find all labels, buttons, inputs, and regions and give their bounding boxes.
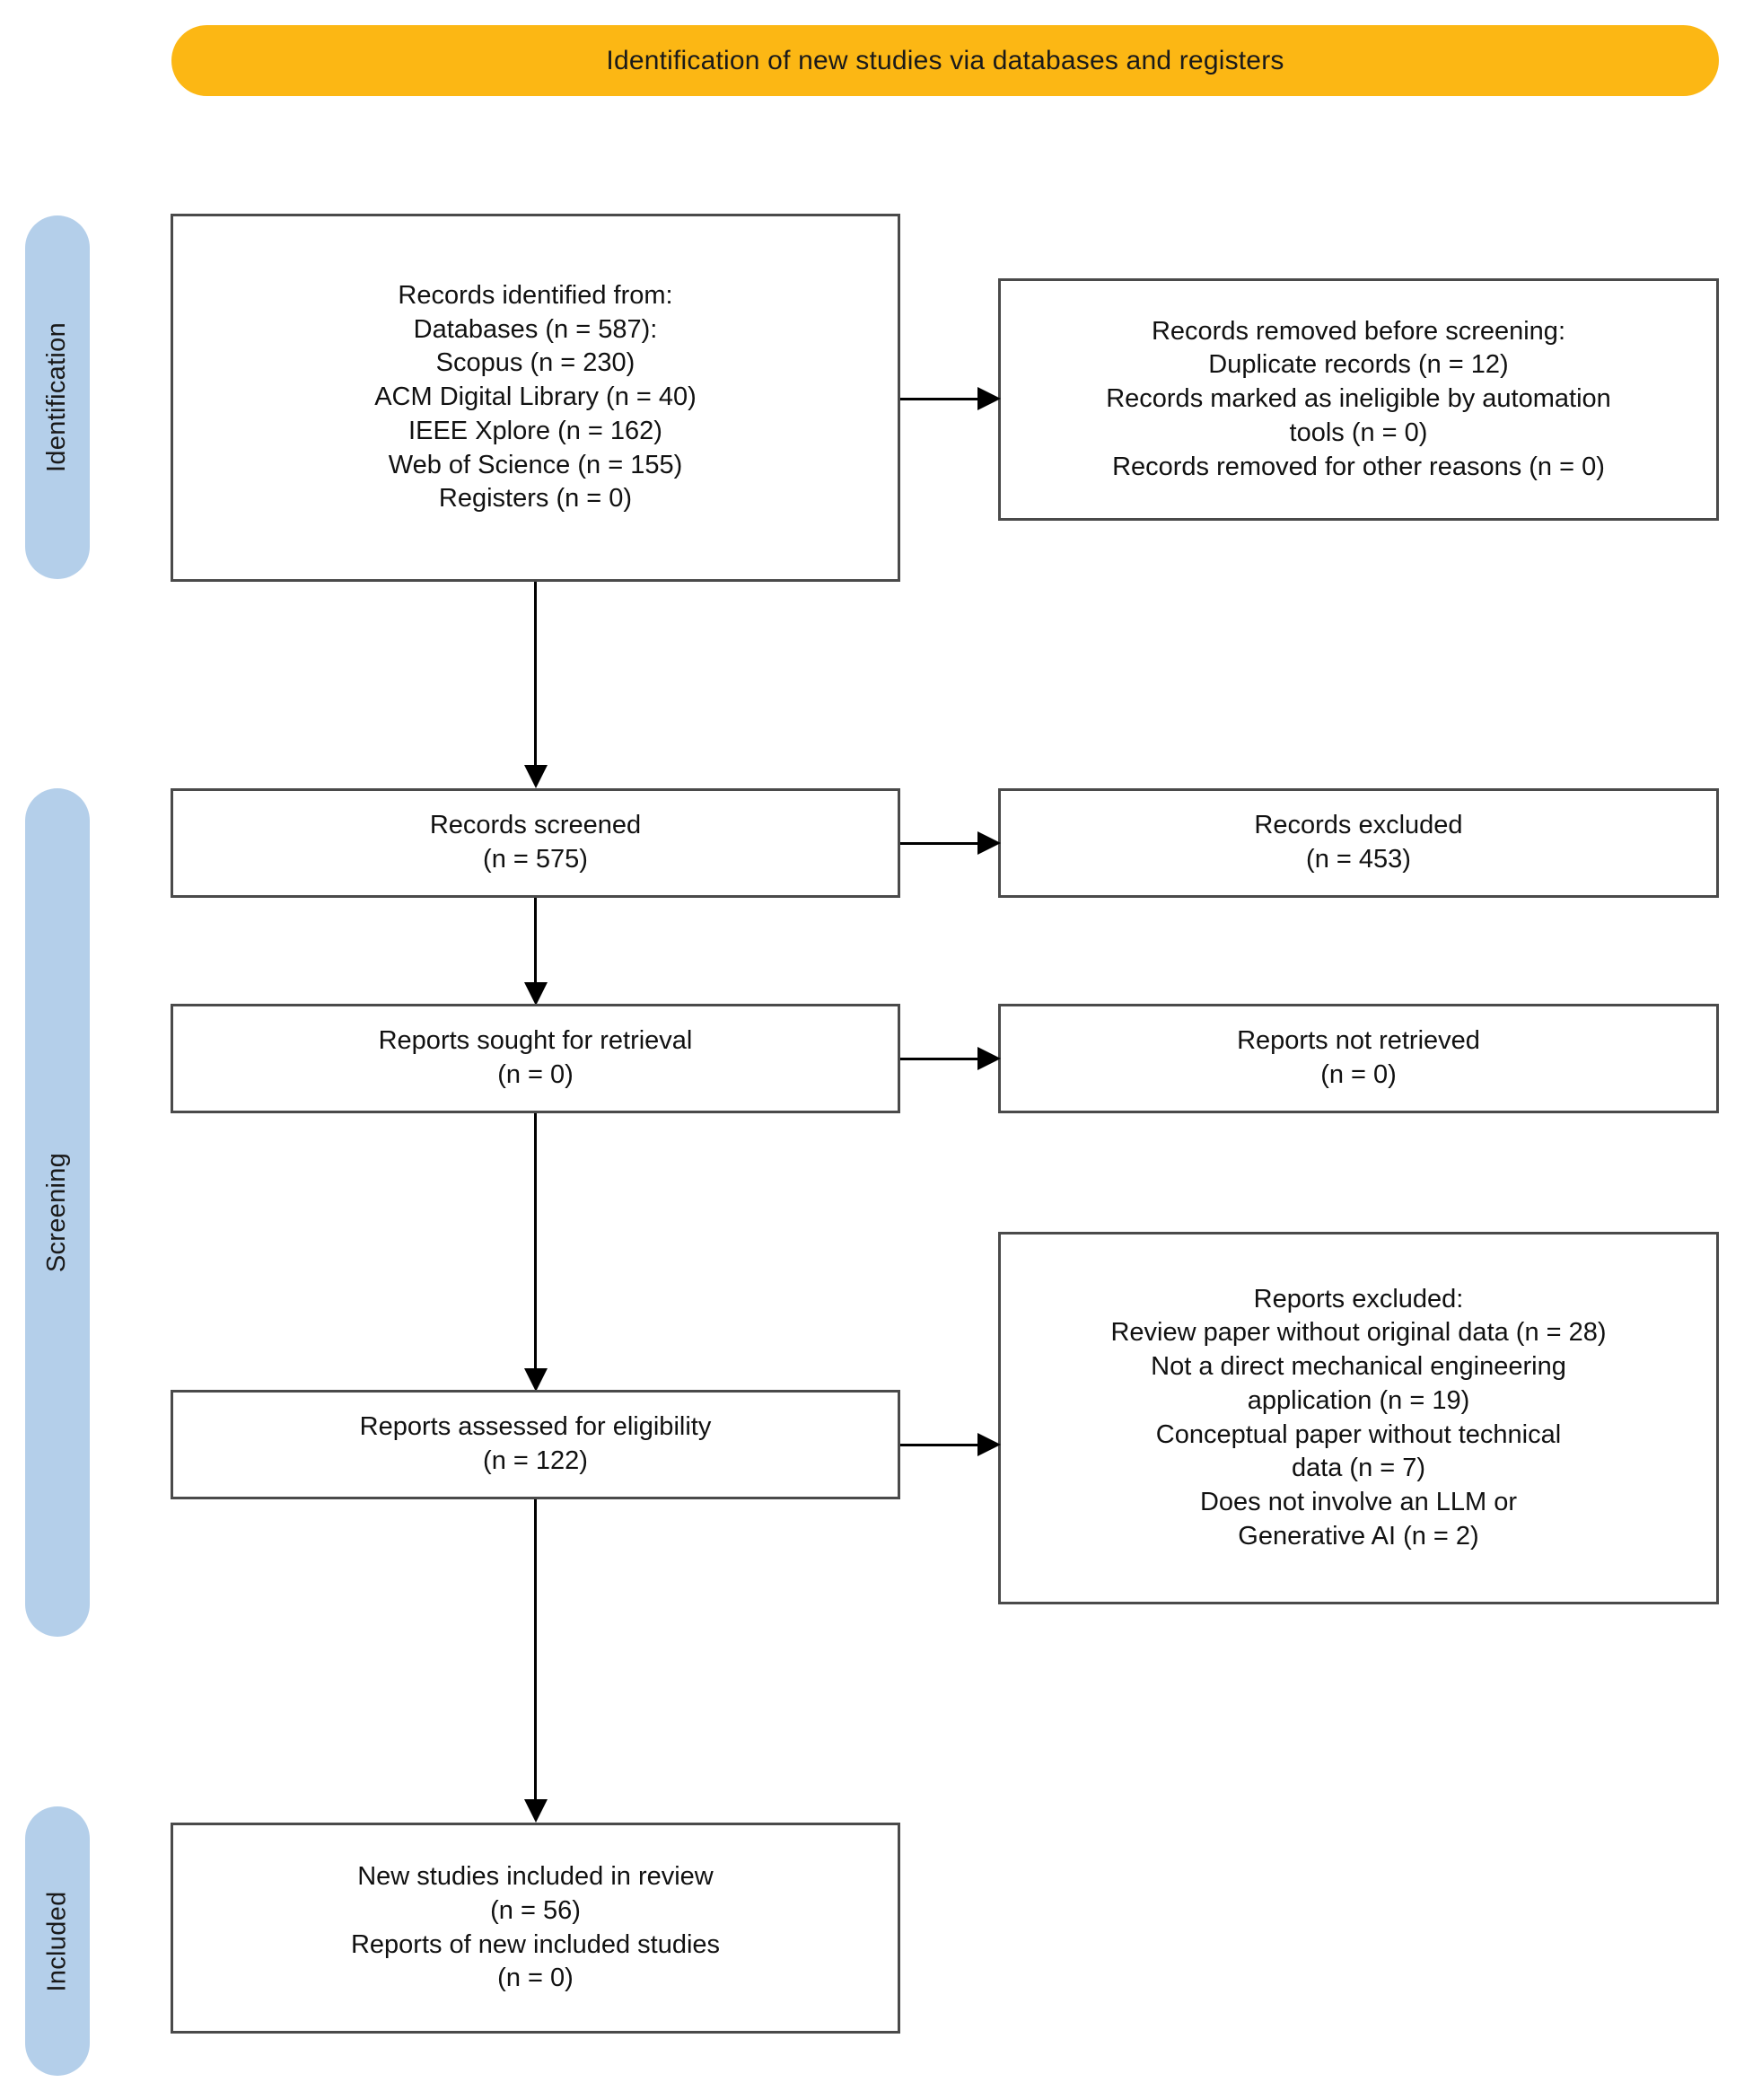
- box-new-studies-included: New studies included in review (n = 56) …: [171, 1823, 900, 2034]
- connector-assessed-to-excluded: [900, 1444, 979, 1446]
- box-reports-assessed-text: Reports assessed for eligibility (n = 12…: [359, 1412, 712, 1475]
- box-records-removed-text: Records removed before screening: Duplic…: [1106, 316, 1611, 481]
- box-reports-sought: Reports sought for retrieval (n = 0): [171, 1004, 900, 1113]
- box-records-identified: Records identified from: Databases (n = …: [171, 214, 900, 582]
- connector-screened-to-sought: [534, 898, 537, 988]
- box-records-removed: Records removed before screening: Duplic…: [998, 278, 1719, 521]
- stage-label-screening-text: Screening: [42, 1152, 72, 1273]
- connector-identified-to-removed: [900, 398, 979, 400]
- box-records-identified-text: Records identified from: Databases (n = …: [374, 281, 697, 514]
- arrow-sought-to-not-retrieved: [977, 1047, 1001, 1070]
- box-reports-not-retrieved: Reports not retrieved (n = 0): [998, 1004, 1719, 1113]
- box-records-screened: Records screened (n = 575): [171, 788, 900, 898]
- box-reports-not-retrieved-text: Reports not retrieved (n = 0): [1237, 1026, 1480, 1089]
- box-records-excluded-text: Records excluded (n = 453): [1254, 811, 1463, 874]
- arrow-assessed-to-included: [524, 1799, 548, 1823]
- arrow-identified-to-removed: [977, 387, 1001, 410]
- stage-label-screening: Screening: [25, 788, 90, 1637]
- box-reports-sought-text: Reports sought for retrieval (n = 0): [378, 1026, 693, 1089]
- arrow-identified-to-screened: [524, 765, 548, 788]
- arrow-screened-to-excluded: [977, 831, 1001, 855]
- connector-screened-to-excluded: [900, 842, 979, 845]
- arrow-assessed-to-excluded: [977, 1433, 1001, 1456]
- stage-label-identification: Identification: [25, 215, 90, 579]
- diagram-header-banner: Identification of new studies via databa…: [171, 25, 1719, 96]
- stage-label-included-text: Included: [42, 1890, 72, 1992]
- arrow-screened-to-sought: [524, 982, 548, 1006]
- connector-identified-to-screened: [534, 582, 537, 770]
- box-reports-excluded-text: Reports excluded: Review paper without o…: [1110, 1284, 1607, 1551]
- box-reports-excluded: Reports excluded: Review paper without o…: [998, 1232, 1719, 1604]
- diagram-title: Identification of new studies via databa…: [606, 45, 1284, 75]
- connector-sought-to-assessed: [534, 1113, 537, 1374]
- stage-label-included: Included: [25, 1806, 90, 2076]
- connector-sought-to-not-retrieved: [900, 1058, 979, 1060]
- box-records-excluded: Records excluded (n = 453): [998, 788, 1719, 898]
- arrow-sought-to-assessed: [524, 1368, 548, 1392]
- connector-assessed-to-included: [534, 1499, 537, 1805]
- box-reports-assessed: Reports assessed for eligibility (n = 12…: [171, 1390, 900, 1499]
- box-records-screened-text: Records screened (n = 575): [429, 811, 642, 874]
- stage-label-identification-text: Identification: [42, 321, 72, 473]
- box-new-studies-included-text: New studies included in review (n = 56) …: [350, 1862, 721, 1993]
